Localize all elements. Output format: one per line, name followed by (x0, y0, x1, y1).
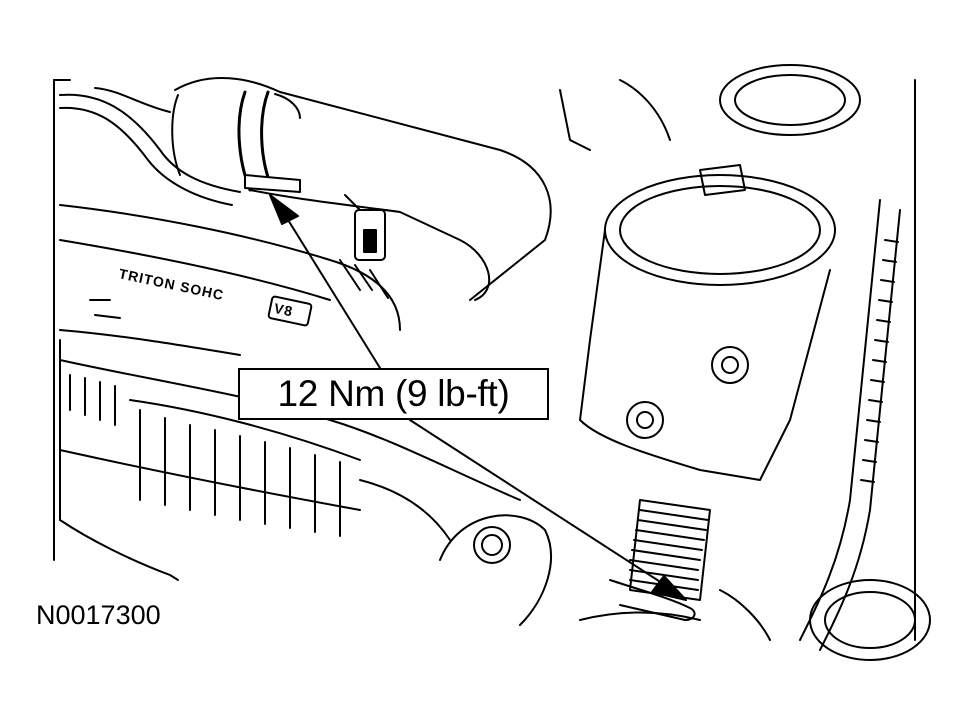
wiring-harness-left (59, 87, 241, 206)
svg-text:TRITON SOHC: TRITON SOHC (117, 265, 225, 303)
svg-text:V8: V8 (273, 300, 295, 320)
fender-edge (59, 519, 179, 581)
top-right-components (559, 64, 861, 151)
figure-id-label: N0017300 (36, 600, 161, 630)
wiring-loom-right (799, 199, 901, 651)
illustration-frame (53, 79, 916, 641)
clamp-arrow-upper (269, 194, 381, 369)
torque-spec-label: 12 Nm (9 lb-ft) (277, 373, 510, 414)
air-inlet-duct (579, 164, 836, 481)
clamp-arrow-lower (409, 419, 696, 621)
coolant-hose-upper (171, 77, 552, 301)
torque-spec-callout: 12 Nm (9 lb-ft) (238, 368, 549, 420)
corrugated-hose (629, 499, 711, 601)
lower-right-pulleys (719, 579, 931, 661)
pulley-bracket (359, 479, 701, 626)
engine-cover: TRITON SOHC V8 (59, 204, 401, 521)
electrical-connector (339, 194, 389, 299)
